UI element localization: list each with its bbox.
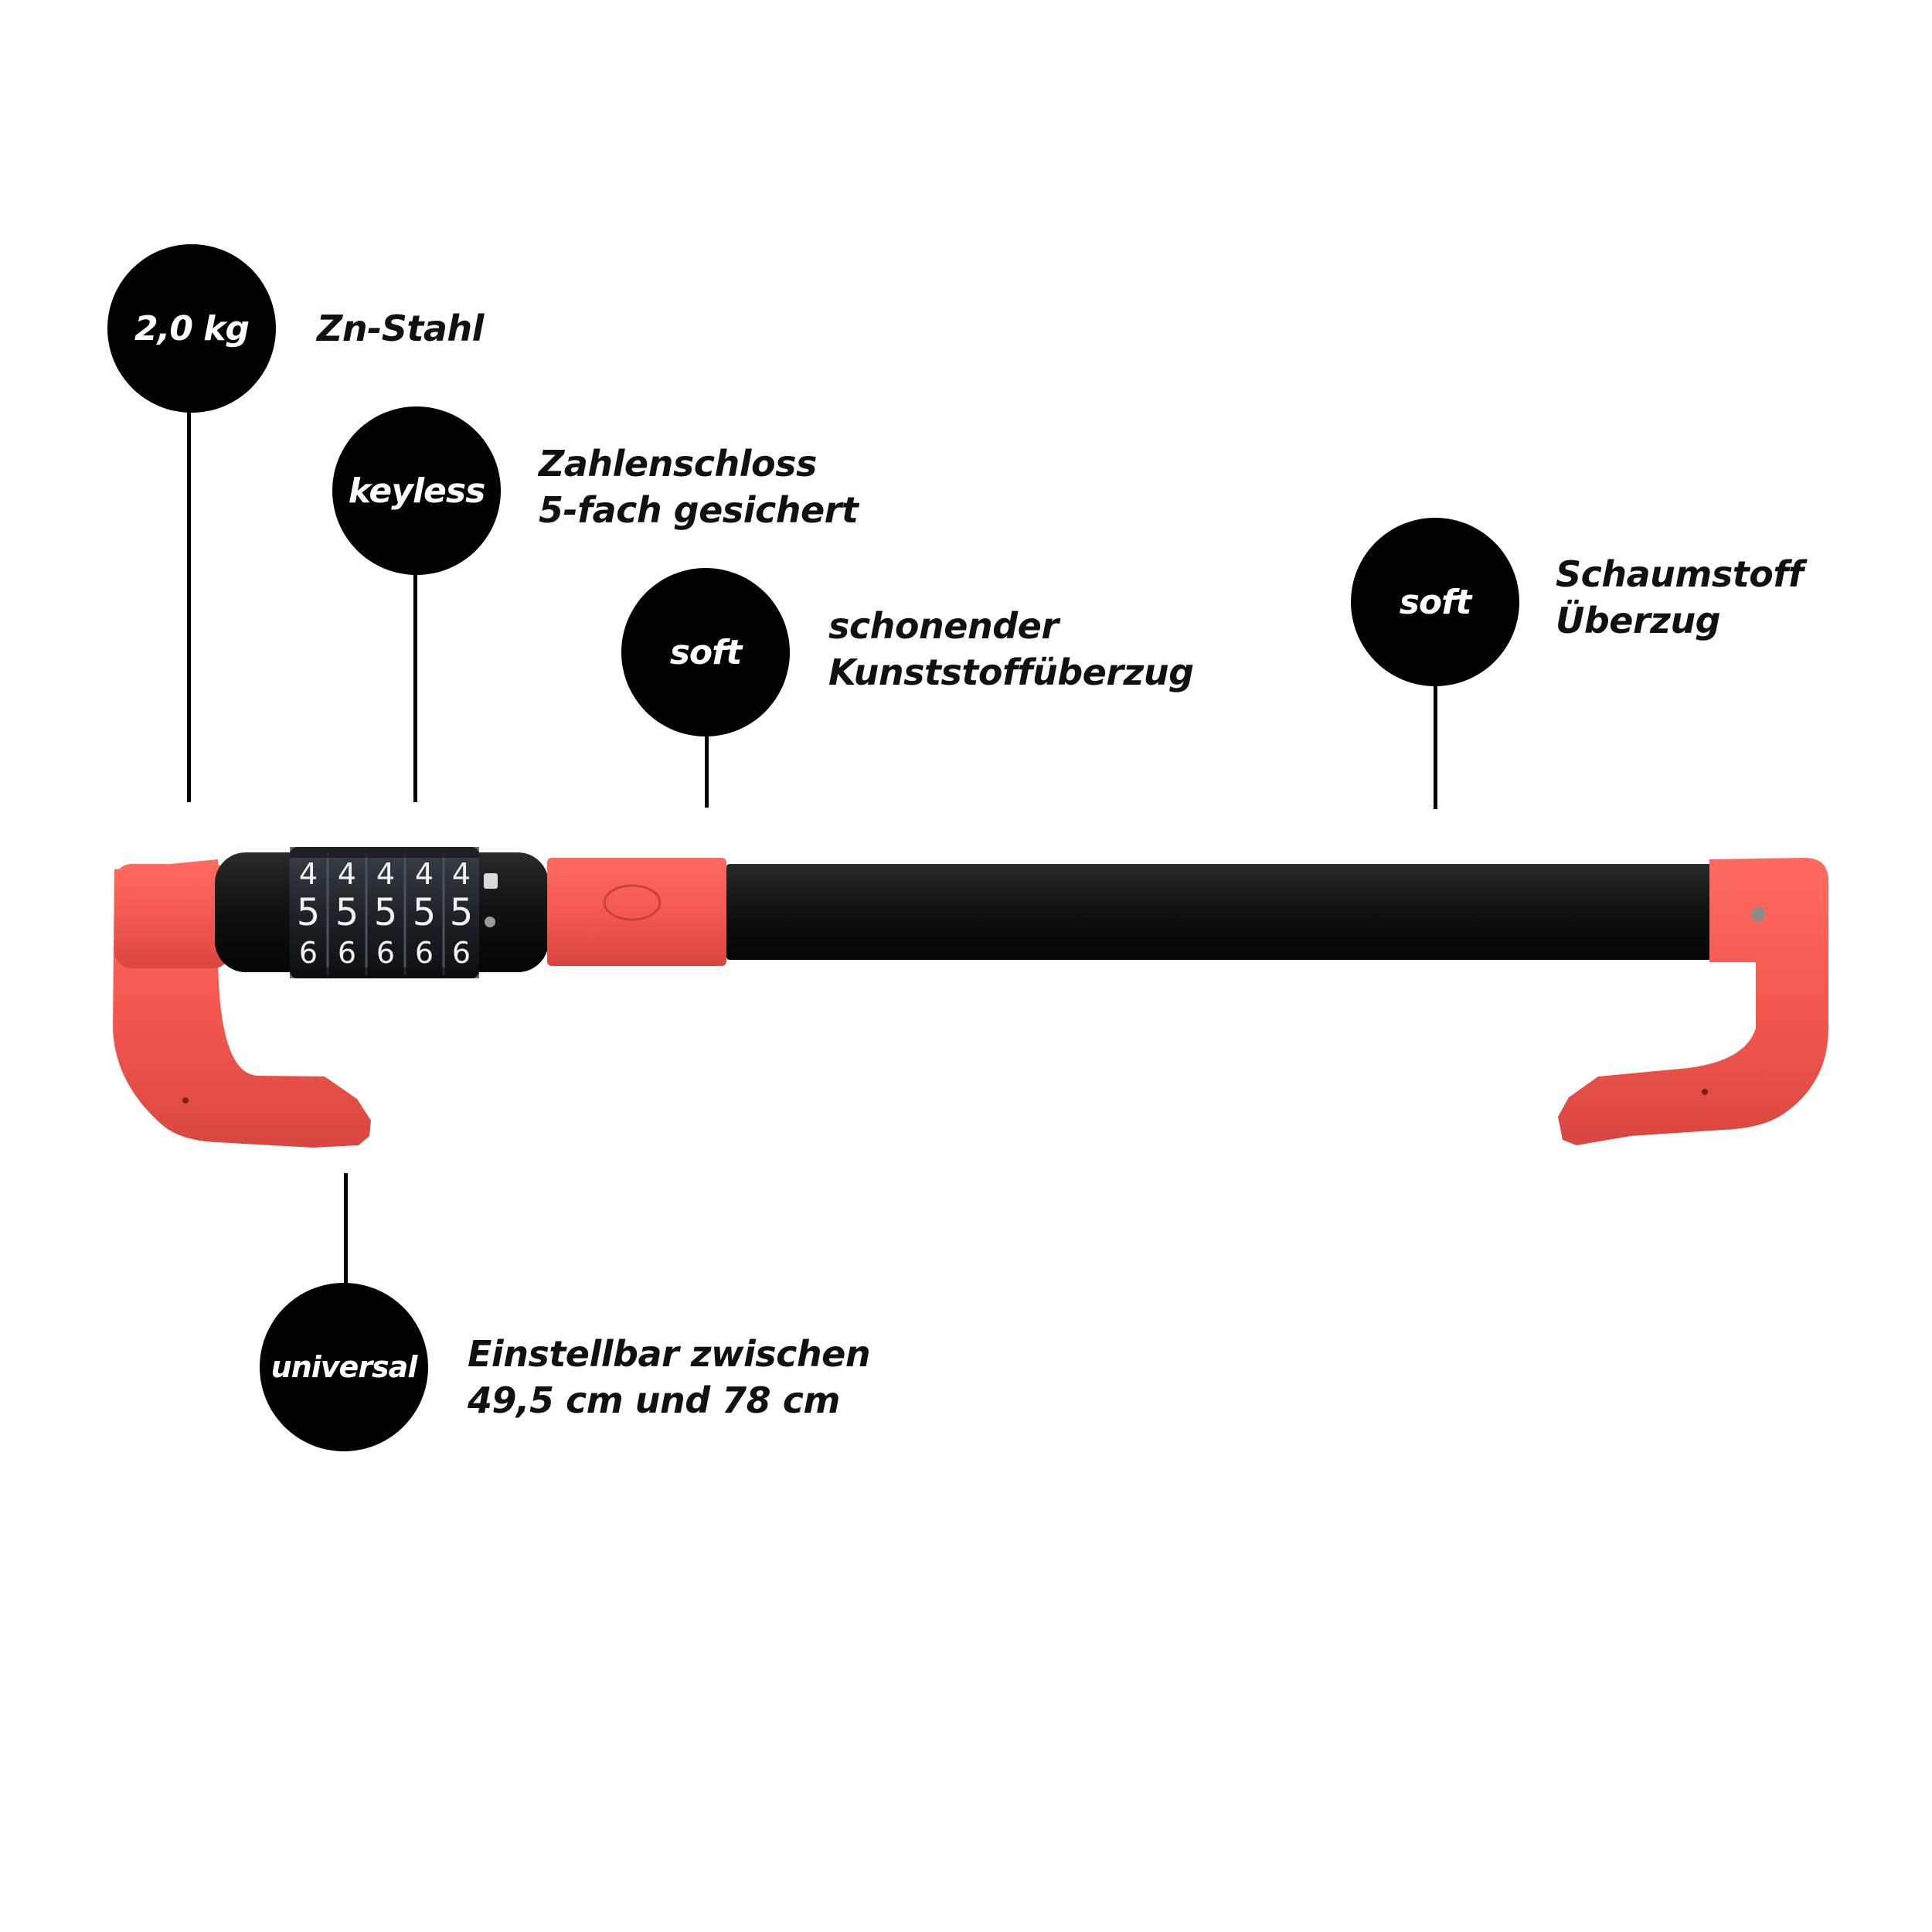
brand-emblem [603,884,662,921]
soft-foam-label: Schaumstoff Überzug [1556,551,1804,644]
keyless-label: Zahlenschloss 5-fach gesichert [539,440,859,533]
dial-4-middle[interactable]: 5 [413,891,437,934]
dial-3-top[interactable]: 4 [376,857,395,891]
weight-badge: 2,0 kg [107,244,276,413]
red-grip-sleeve [547,858,726,966]
universal-pointer-line [344,1173,348,1285]
dial-3-middle[interactable]: 5 [374,891,398,934]
keyless-badge-text: keyless [348,471,486,511]
dial-4-top[interactable]: 4 [415,857,434,891]
dial-3-bottom[interactable]: 6 [376,936,395,970]
foam-bar [726,864,1712,960]
dial-1-top[interactable]: 4 [299,857,318,891]
left-hook-cap [114,864,230,968]
weight-label-line-1: Zn-Stahl [317,308,484,349]
soft-grip-label-line-1: schonender [828,605,1059,647]
universal-badge: universal [260,1283,428,1451]
left-hook-rivet [182,1097,189,1104]
right-hook-rivet [1702,1089,1708,1095]
dial-2-bottom[interactable]: 6 [338,936,356,970]
keyless-pointer-line [413,572,417,802]
dial-5-bottom[interactable]: 6 [452,936,471,970]
soft-foam-label-line-2: Überzug [1556,600,1721,641]
keyless-badge: keyless [332,406,501,575]
keyless-label-line-2: 5-fach gesichert [539,489,859,531]
universal-label: Einstellbar zwischen 49,5 cm und 78 cm [468,1331,871,1423]
soft-grip-pointer-line [705,734,709,808]
soft-foam-badge-text: soft [1399,582,1472,622]
soft-foam-pointer-line [1434,684,1437,809]
right-hook-screw [1751,907,1765,921]
dial-4-bottom[interactable]: 6 [415,936,434,970]
dial-1-bottom[interactable]: 6 [299,936,318,970]
dial-1-middle[interactable]: 5 [297,891,321,934]
soft-foam-badge: soft [1351,518,1519,686]
soft-foam-label-line-1: Schaumstoff [1556,553,1804,595]
universal-label-line-1: Einstellbar zwischen [468,1333,871,1375]
lock-screw [485,917,495,927]
soft-grip-badge: soft [621,568,790,736]
weight-badge-text: 2,0 kg [134,308,250,349]
soft-grip-badge-text: soft [669,632,743,672]
universal-label-line-2: 49,5 cm und 78 cm [468,1379,840,1421]
lock-release-button[interactable] [484,873,498,889]
combination-dials: 4 4 4 4 4 5 5 5 5 5 6 6 6 6 6 [290,847,479,978]
dial-2-middle[interactable]: 5 [335,891,359,934]
weight-pointer-line [187,410,191,802]
soft-grip-label: schonender Kunststoffüberzug [828,603,1194,696]
dial-5-top[interactable]: 4 [452,857,471,891]
universal-badge-text: universal [270,1350,418,1384]
soft-grip-label-line-2: Kunststoffüberzug [828,651,1194,693]
dial-5-middle[interactable]: 5 [450,891,474,934]
weight-label: Zn-Stahl [317,305,484,352]
keyless-label-line-1: Zahlenschloss [539,443,817,485]
dial-2-top[interactable]: 4 [338,857,356,891]
right-hook [1558,858,1828,1145]
